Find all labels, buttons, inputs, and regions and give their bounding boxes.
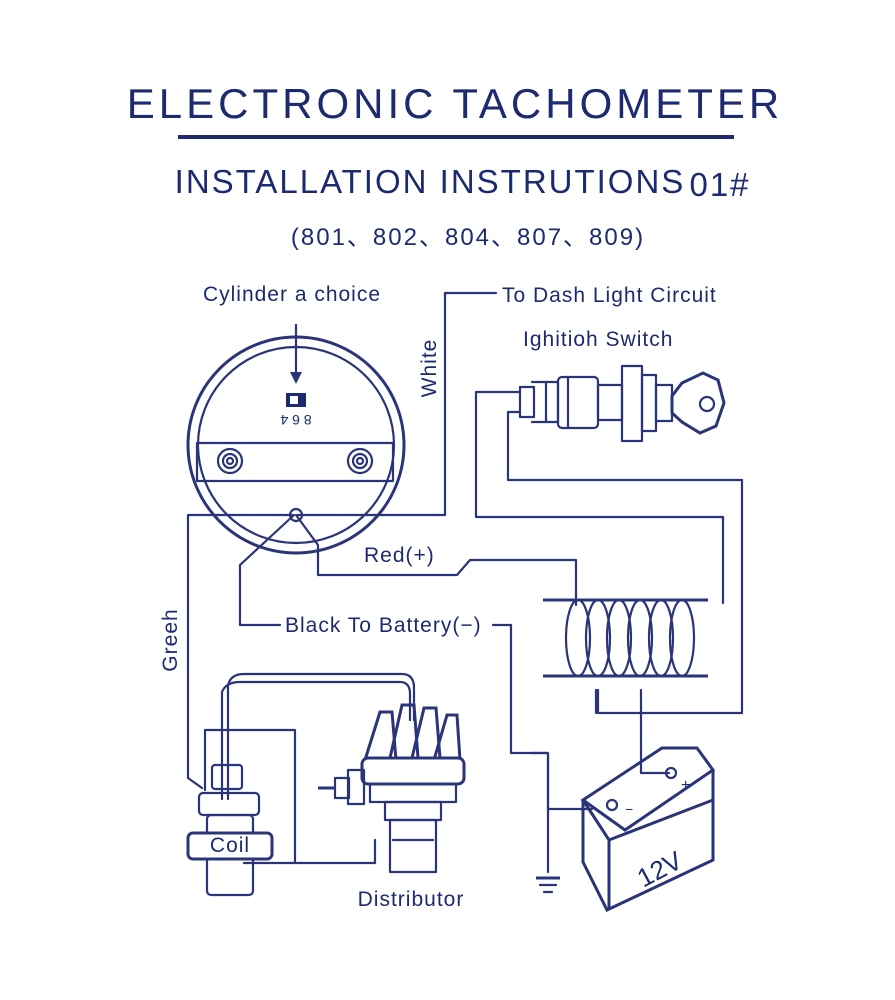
- coil-high-tension-lead: [226, 672, 416, 801]
- bolt-icon-left: [216, 447, 244, 475]
- battery-minus-label: −: [625, 801, 633, 817]
- gauge-mount-bracket: [195, 441, 395, 483]
- black-wire-label: Black To Battery(−): [285, 614, 482, 637]
- white-wire: [296, 291, 498, 517]
- green-wire-label: Greeh: [159, 608, 182, 671]
- white-wire-label: White: [418, 339, 441, 398]
- ballast-resistor: [543, 598, 708, 678]
- ignition-switch: [518, 364, 674, 443]
- coil-to-distributor-wire: [203, 728, 297, 865]
- black-wire-to-ground: [491, 623, 550, 874]
- positive-battery-wire: [639, 688, 671, 775]
- selector-arrow-head: [290, 372, 302, 384]
- distributor-wire: [293, 838, 377, 865]
- dash-light-label: To Dash Light Circuit: [502, 284, 717, 307]
- ignition-switch-label: Ighitioh Switch: [523, 328, 673, 351]
- model-numbers: (801、802、804、807、809): [291, 224, 645, 251]
- battery: [580, 746, 716, 912]
- ignition-coil: [186, 672, 416, 897]
- red-wire-label: Red(+): [364, 544, 435, 567]
- page-title: ELECTRONIC TACHOMETER: [127, 80, 784, 127]
- battery-negative-terminal: [605, 798, 619, 812]
- bolt-icon-right: [346, 447, 374, 475]
- ground-icon: [536, 876, 560, 894]
- distributor: [293, 703, 466, 874]
- cylinder-selector-switch: [286, 393, 306, 407]
- battery-positive-terminal: [664, 766, 678, 780]
- black-wire-to-battery: [530, 751, 594, 811]
- key-icon: [670, 371, 726, 435]
- green-wire: [186, 513, 294, 790]
- tachometer-gauge: [186, 335, 406, 555]
- selector-numbers: 8 6 4: [280, 412, 311, 428]
- ignition-to-bracket-wire: [474, 390, 725, 605]
- battery-voltage-label: 12V: [632, 845, 688, 894]
- cylinder-choice-label: Cylinder a choice: [203, 283, 381, 306]
- black-wire-to-label: [238, 513, 296, 627]
- sheet-code: 01#: [689, 166, 750, 203]
- gauge-outer-ring: [186, 335, 406, 555]
- red-wire: [294, 513, 578, 607]
- distributor-label: Distributor: [358, 888, 465, 911]
- page-subtitle: INSTALLATION INSTRUTIONS: [175, 163, 686, 200]
- ignition-to-coil-wire: [506, 410, 744, 715]
- battery-plus-label: +: [681, 777, 690, 794]
- coil-label: Coil: [210, 834, 250, 857]
- title-underline: [178, 135, 734, 139]
